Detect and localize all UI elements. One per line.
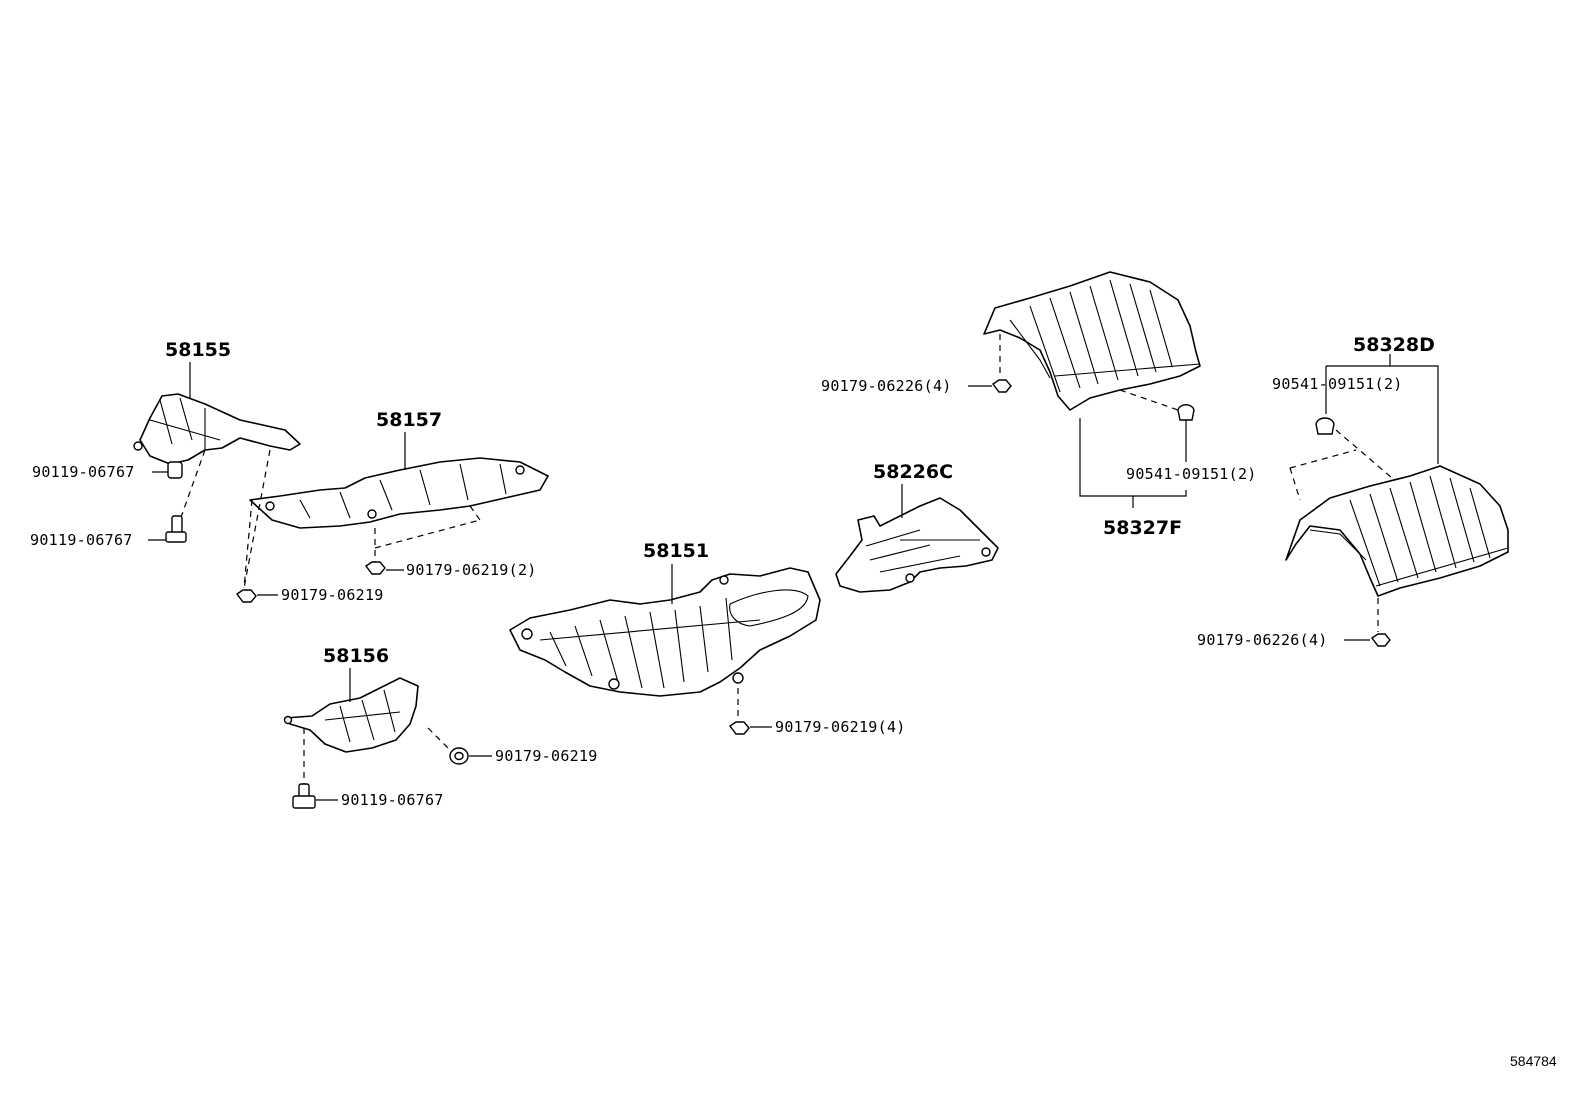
bolt-90119-06767-a[interactable]: [167, 461, 183, 479]
label-58157: 58157: [376, 409, 442, 431]
label-58156: 58156: [323, 645, 389, 667]
label-90179-06226-4-bot: 90179-06226(4): [1197, 631, 1328, 649]
part-58157-insulator[interactable]: [249, 457, 549, 529]
part-58151-insulator[interactable]: [509, 567, 821, 697]
nut-90179-06226-4-top[interactable]: [991, 379, 1012, 393]
washer-90179-06219-b[interactable]: [449, 747, 469, 765]
bolt-90119-06767-b[interactable]: [165, 515, 187, 543]
clip-90541-09151-top[interactable]: [1315, 417, 1335, 435]
label-58151: 58151: [643, 540, 709, 562]
nut-90179-06219-a[interactable]: [235, 589, 257, 603]
label-90179-06219-b: 90179-06219: [495, 747, 598, 765]
diagram-code: 584784: [1510, 1053, 1557, 1069]
label-90119-06767-c: 90119-06767: [341, 791, 444, 809]
label-90179-06226-4-top: 90179-06226(4): [821, 377, 952, 395]
part-58328D-insulator[interactable]: [1285, 465, 1509, 597]
label-90541-09151-mid: 90541-09151(2): [1126, 465, 1257, 483]
part-58327F-insulator[interactable]: [983, 271, 1201, 411]
nut-90179-06219-4[interactable]: [728, 721, 750, 735]
label-58327F: 58327F: [1103, 517, 1182, 539]
part-58155-insulator[interactable]: [133, 393, 301, 465]
label-90179-06219-a: 90179-06219: [281, 586, 384, 604]
label-90179-06219-2: 90179-06219(2): [406, 561, 537, 579]
label-90541-09151-top: 90541-09151(2): [1272, 375, 1403, 393]
part-58226C-insulator[interactable]: [835, 497, 999, 593]
label-58226C: 58226C: [873, 461, 953, 483]
label-90119-06767-a: 90119-06767: [32, 463, 135, 481]
part-58156-insulator[interactable]: [283, 677, 419, 753]
label-58328D: 58328D: [1353, 334, 1435, 356]
clip-90541-09151-mid[interactable]: [1177, 404, 1195, 421]
label-90119-06767-b: 90119-06767: [30, 531, 133, 549]
bolt-90119-06767-c[interactable]: [292, 783, 316, 809]
nut-90179-06226-4-bot[interactable]: [1370, 633, 1391, 647]
label-90179-06219-4: 90179-06219(4): [775, 718, 906, 736]
label-58155: 58155: [165, 339, 231, 361]
nut-90179-06219-2[interactable]: [364, 561, 386, 575]
